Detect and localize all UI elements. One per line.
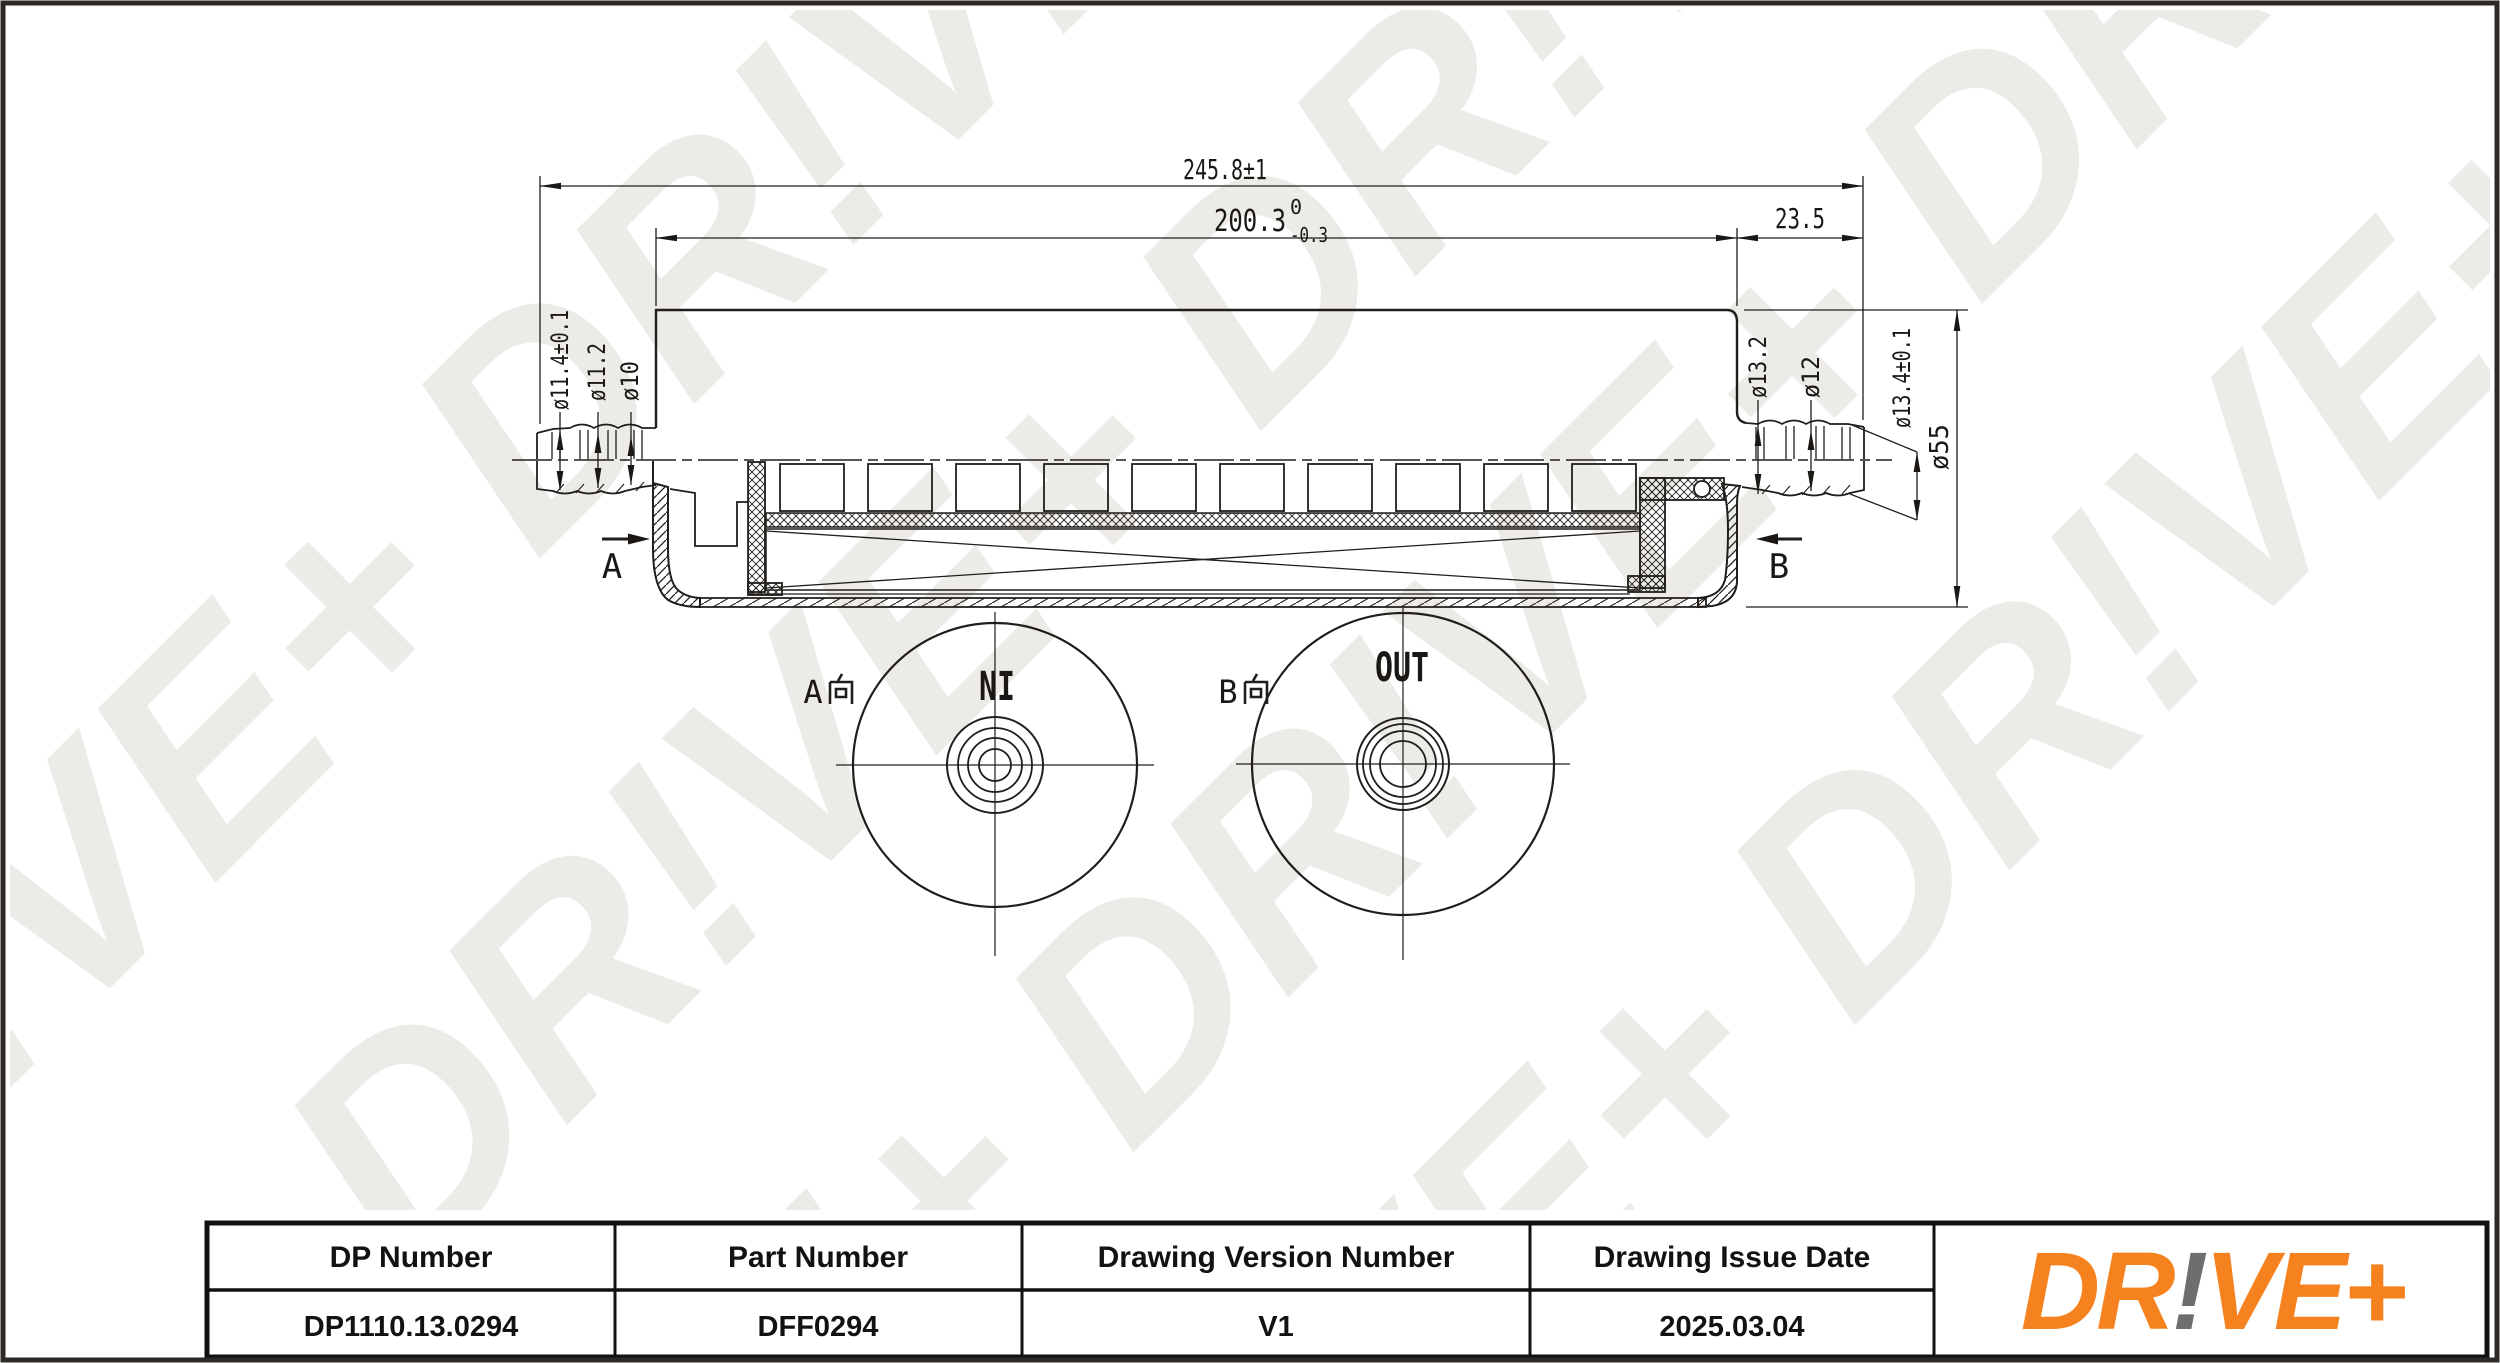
dim-inlet-barb-od: ø11.4±0.1	[546, 310, 574, 410]
housing-face-circle	[851, 621, 1139, 909]
view-a-caption-letter: A	[803, 673, 822, 711]
arrowhead	[594, 468, 602, 488]
dim-outlet-barb-od: ø13.4±0.1	[1888, 328, 1916, 428]
housing-outline	[654, 308, 1747, 428]
housing-exterior-view	[512, 308, 1892, 461]
arrowhead	[1913, 500, 1921, 520]
header-dp-number: DP Number	[330, 1241, 493, 1274]
dim-overall-length: 245.8±1	[1183, 153, 1267, 186]
filter-media-strip	[765, 512, 1641, 528]
xiang-view-character-icon	[828, 673, 854, 704]
o-ring-detail	[1693, 480, 1711, 498]
xiang-view-character-icon	[1243, 673, 1269, 704]
inlet-nipple-top	[536, 423, 656, 459]
arrowhead	[1807, 471, 1815, 491]
logo-prefix: DR	[2021, 1230, 2175, 1353]
arrowhead	[594, 433, 602, 453]
dim-housing-od: ø55	[1925, 424, 1955, 470]
view-a-caption: A	[803, 673, 854, 711]
right-end-wall	[1697, 482, 1742, 609]
inlet-diameter-labels: ø11.4±0.1 ø11.2 ø10	[546, 310, 644, 491]
leader-outlet-barb-bottom	[1849, 493, 1918, 521]
header-issue-date: Drawing Issue Date	[1594, 1241, 1871, 1274]
dim-body-length: 200.3	[1214, 204, 1286, 239]
dim-outlet-groove-od: ø12	[1797, 356, 1825, 398]
outlet-diameter-labels: ø13.2 ø12 ø13.4±0.1 ø55	[1744, 309, 1968, 608]
inlet-port-label: NI	[979, 664, 1015, 710]
outlet-ring	[1369, 730, 1437, 798]
outlet-boss-ring	[1356, 717, 1450, 811]
arrowhead	[1754, 474, 1762, 494]
outlet-bore-ring	[1379, 740, 1427, 788]
outlet-nipple-top	[1745, 419, 1865, 459]
value-part-number: DFF0294	[758, 1311, 879, 1343]
inlet-ring	[957, 727, 1033, 803]
dim-body-length-tol-lower: -0.3	[1290, 223, 1328, 247]
outlet-nipple-hatch	[1761, 484, 1851, 496]
element-support-ribs	[779, 463, 1637, 512]
view-arrow-b: B	[1756, 533, 1802, 587]
inlet-ribs	[551, 430, 643, 459]
arrowhead	[556, 471, 564, 491]
end-view-inlet: NI A	[803, 612, 1154, 956]
bottom-shell	[699, 597, 1707, 608]
arrowhead	[1913, 452, 1921, 472]
inlet-inner-step	[669, 488, 748, 547]
inlet-nipple-hatch	[555, 481, 645, 494]
view-b-caption: B	[1218, 673, 1269, 711]
inlet-bore-ring	[978, 748, 1012, 782]
outlet-barb-profile	[1745, 419, 1865, 428]
logo-exclamation: !	[2172, 1230, 2207, 1353]
inlet-nipple-section	[536, 461, 657, 495]
housing-face-circle	[1250, 611, 1556, 917]
dim-inlet-groove-od: ø11.2	[583, 343, 611, 401]
inlet-barb-profile	[536, 423, 656, 434]
view-b-letter: B	[1769, 547, 1789, 587]
inlet-ring	[967, 737, 1023, 793]
value-drawing-version: V1	[1258, 1311, 1293, 1343]
view-arrow-a: A	[602, 533, 650, 587]
header-part-number: Part Number	[728, 1241, 908, 1274]
housing-section-view	[536, 461, 1865, 609]
dim-body-length-tol-upper: 0	[1290, 195, 1302, 219]
logo-suffix: VE+	[2204, 1230, 2405, 1353]
dim-inlet-bore: ø10	[616, 361, 644, 401]
view-b-caption-letter: B	[1218, 673, 1237, 711]
arrowhead	[627, 436, 635, 456]
outlet-port-label: OUT	[1375, 645, 1429, 691]
value-issue-date: 2025.03.04	[1659, 1311, 1804, 1343]
dim-outlet-neck-od: ø13.2	[1744, 336, 1772, 398]
outlet-ribs	[1755, 426, 1851, 459]
element-end-plate-left-foot	[747, 582, 783, 596]
drive-plus-logo: DR!VE+	[2021, 1230, 2405, 1353]
end-view-outlet: OUT B	[1218, 608, 1570, 960]
outlet-ring	[1362, 723, 1444, 805]
arrowhead	[1807, 430, 1815, 450]
header-drawing-version: Drawing Version Number	[1098, 1241, 1455, 1274]
outlet-seal-block	[1627, 477, 1725, 593]
title-block: DP Number Part Number Drawing Version Nu…	[204, 1220, 2490, 1360]
view-a-arrowhead	[628, 533, 650, 545]
element-end-plate-left	[747, 461, 766, 593]
value-dp-number: DP1110.13.0294	[304, 1311, 518, 1343]
top-dimensions: 245.8±1 200.3 0 -0.3 23.5	[539, 153, 1864, 424]
view-b-arrowhead	[1756, 533, 1778, 545]
leader-outlet-barb-top	[1851, 424, 1918, 453]
outlet-nipple-section	[1741, 461, 1865, 497]
dim-end-cap-length: 23.5	[1775, 202, 1825, 235]
view-a-letter: A	[602, 547, 622, 587]
arrowhead	[627, 465, 635, 485]
inlet-boss-ring	[946, 716, 1044, 814]
